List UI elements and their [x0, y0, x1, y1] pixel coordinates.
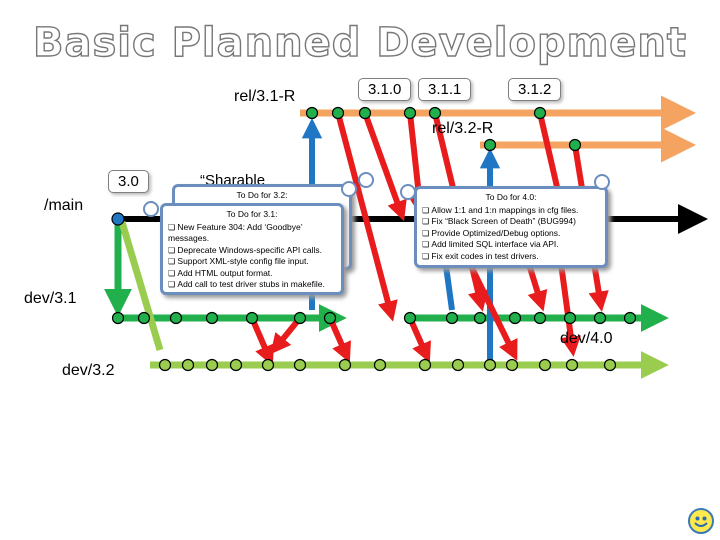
scroll-curl-icon [400, 184, 416, 200]
label-dev40: dev/4.0 [560, 330, 613, 347]
commit-node-main-3-0 [111, 212, 125, 226]
commit-node [261, 358, 275, 372]
commit-node [533, 311, 547, 325]
todo-item: New Feature 304: Add ‘Goodbye’ messages. [168, 222, 336, 245]
commit-node [568, 138, 582, 152]
commit-node [563, 311, 577, 325]
commit-node [533, 106, 547, 120]
commit-node [451, 358, 465, 372]
commit-node [473, 311, 487, 325]
commit-node [205, 311, 219, 325]
todo-note-3-1-title: To Do for 3.1: [226, 209, 278, 219]
commit-node [338, 358, 352, 372]
commit-node [403, 106, 417, 120]
tag-3-1-1: 3.1.1 [418, 78, 472, 101]
scroll-curl-icon [358, 172, 374, 188]
commit-node [137, 311, 151, 325]
commit-node [373, 358, 387, 372]
todo-note-3-1: To Do for 3.1: New Feature 304: Add ‘Goo… [160, 203, 344, 295]
merge-arrow [335, 112, 398, 322]
scroll-curl-icon [341, 181, 357, 197]
commit-node [293, 311, 307, 325]
label-rel31: rel/3.1-R [234, 88, 296, 105]
commit-node [323, 311, 337, 325]
merge-arrow [407, 316, 431, 363]
merge-arrow [537, 112, 569, 212]
commit-node [505, 358, 519, 372]
commit-node [623, 311, 637, 325]
commit-node [565, 358, 579, 372]
commit-node [245, 311, 259, 325]
commit-node [169, 311, 183, 325]
todo-note-4-0-title: To Do for 4.0: [485, 192, 537, 202]
commit-node [445, 311, 459, 325]
todo-item: Add HTML output format. [168, 268, 336, 280]
todo-item: Support XML-style config file input. [168, 256, 336, 268]
todo-item: Add limited SQL interface via API. [422, 239, 600, 251]
label-dev31: dev/3.1 [24, 290, 77, 307]
slide-title: Basic Planned Development [32, 19, 688, 66]
commit-node [358, 106, 372, 120]
commit-node [293, 358, 307, 372]
todo-note-4-0: To Do for 4.0: Allow 1:1 and 1:n mapping… [414, 186, 608, 268]
commit-node [483, 358, 497, 372]
tag-3-1-2: 3.1.2 [508, 78, 562, 101]
merge-arrow [249, 316, 275, 367]
todo-item: Fix exit codes in test drivers. [422, 251, 600, 263]
merge-arrow [362, 111, 407, 222]
todo-item: Deprecate Windows-specific API calls. [168, 245, 336, 257]
smiley-icon[interactable] [688, 508, 714, 534]
label-rel32: rel/3.2-R [432, 120, 494, 137]
todo-item: Provide Optimized/Debug options. [422, 228, 600, 240]
commit-node [538, 358, 552, 372]
commit-node [229, 358, 243, 372]
commit-node [418, 358, 432, 372]
todo-item: Fix “Black Screen of Death” (BUG994) [422, 216, 600, 228]
tag-3-0: 3.0 [108, 170, 149, 193]
branchoff-dev32 [118, 221, 164, 351]
todo-item: Allow 1:1 and 1:n mappings in cfg files. [422, 205, 600, 217]
commit-node [603, 358, 617, 372]
commit-node [428, 106, 442, 120]
todo-note-3-2-title: To Do for 3.2: [236, 190, 288, 200]
commit-node [181, 358, 195, 372]
merge-arrow [327, 316, 351, 363]
commit-node [205, 358, 219, 372]
commit-node [508, 311, 522, 325]
commit-node [593, 311, 607, 325]
label-main: /main [44, 197, 84, 214]
commit-node [331, 106, 345, 120]
tag-3-1-0: 3.1.0 [358, 78, 412, 101]
todo-item: Add call to test driver stubs in makefil… [168, 279, 336, 291]
commit-node [305, 106, 319, 120]
commit-node [483, 138, 497, 152]
label-dev32: dev/3.2 [62, 362, 115, 379]
commit-node [111, 311, 125, 325]
commit-node [158, 358, 172, 372]
commit-node [403, 311, 417, 325]
scroll-curl-icon [143, 201, 159, 217]
scroll-curl-icon [594, 174, 610, 190]
